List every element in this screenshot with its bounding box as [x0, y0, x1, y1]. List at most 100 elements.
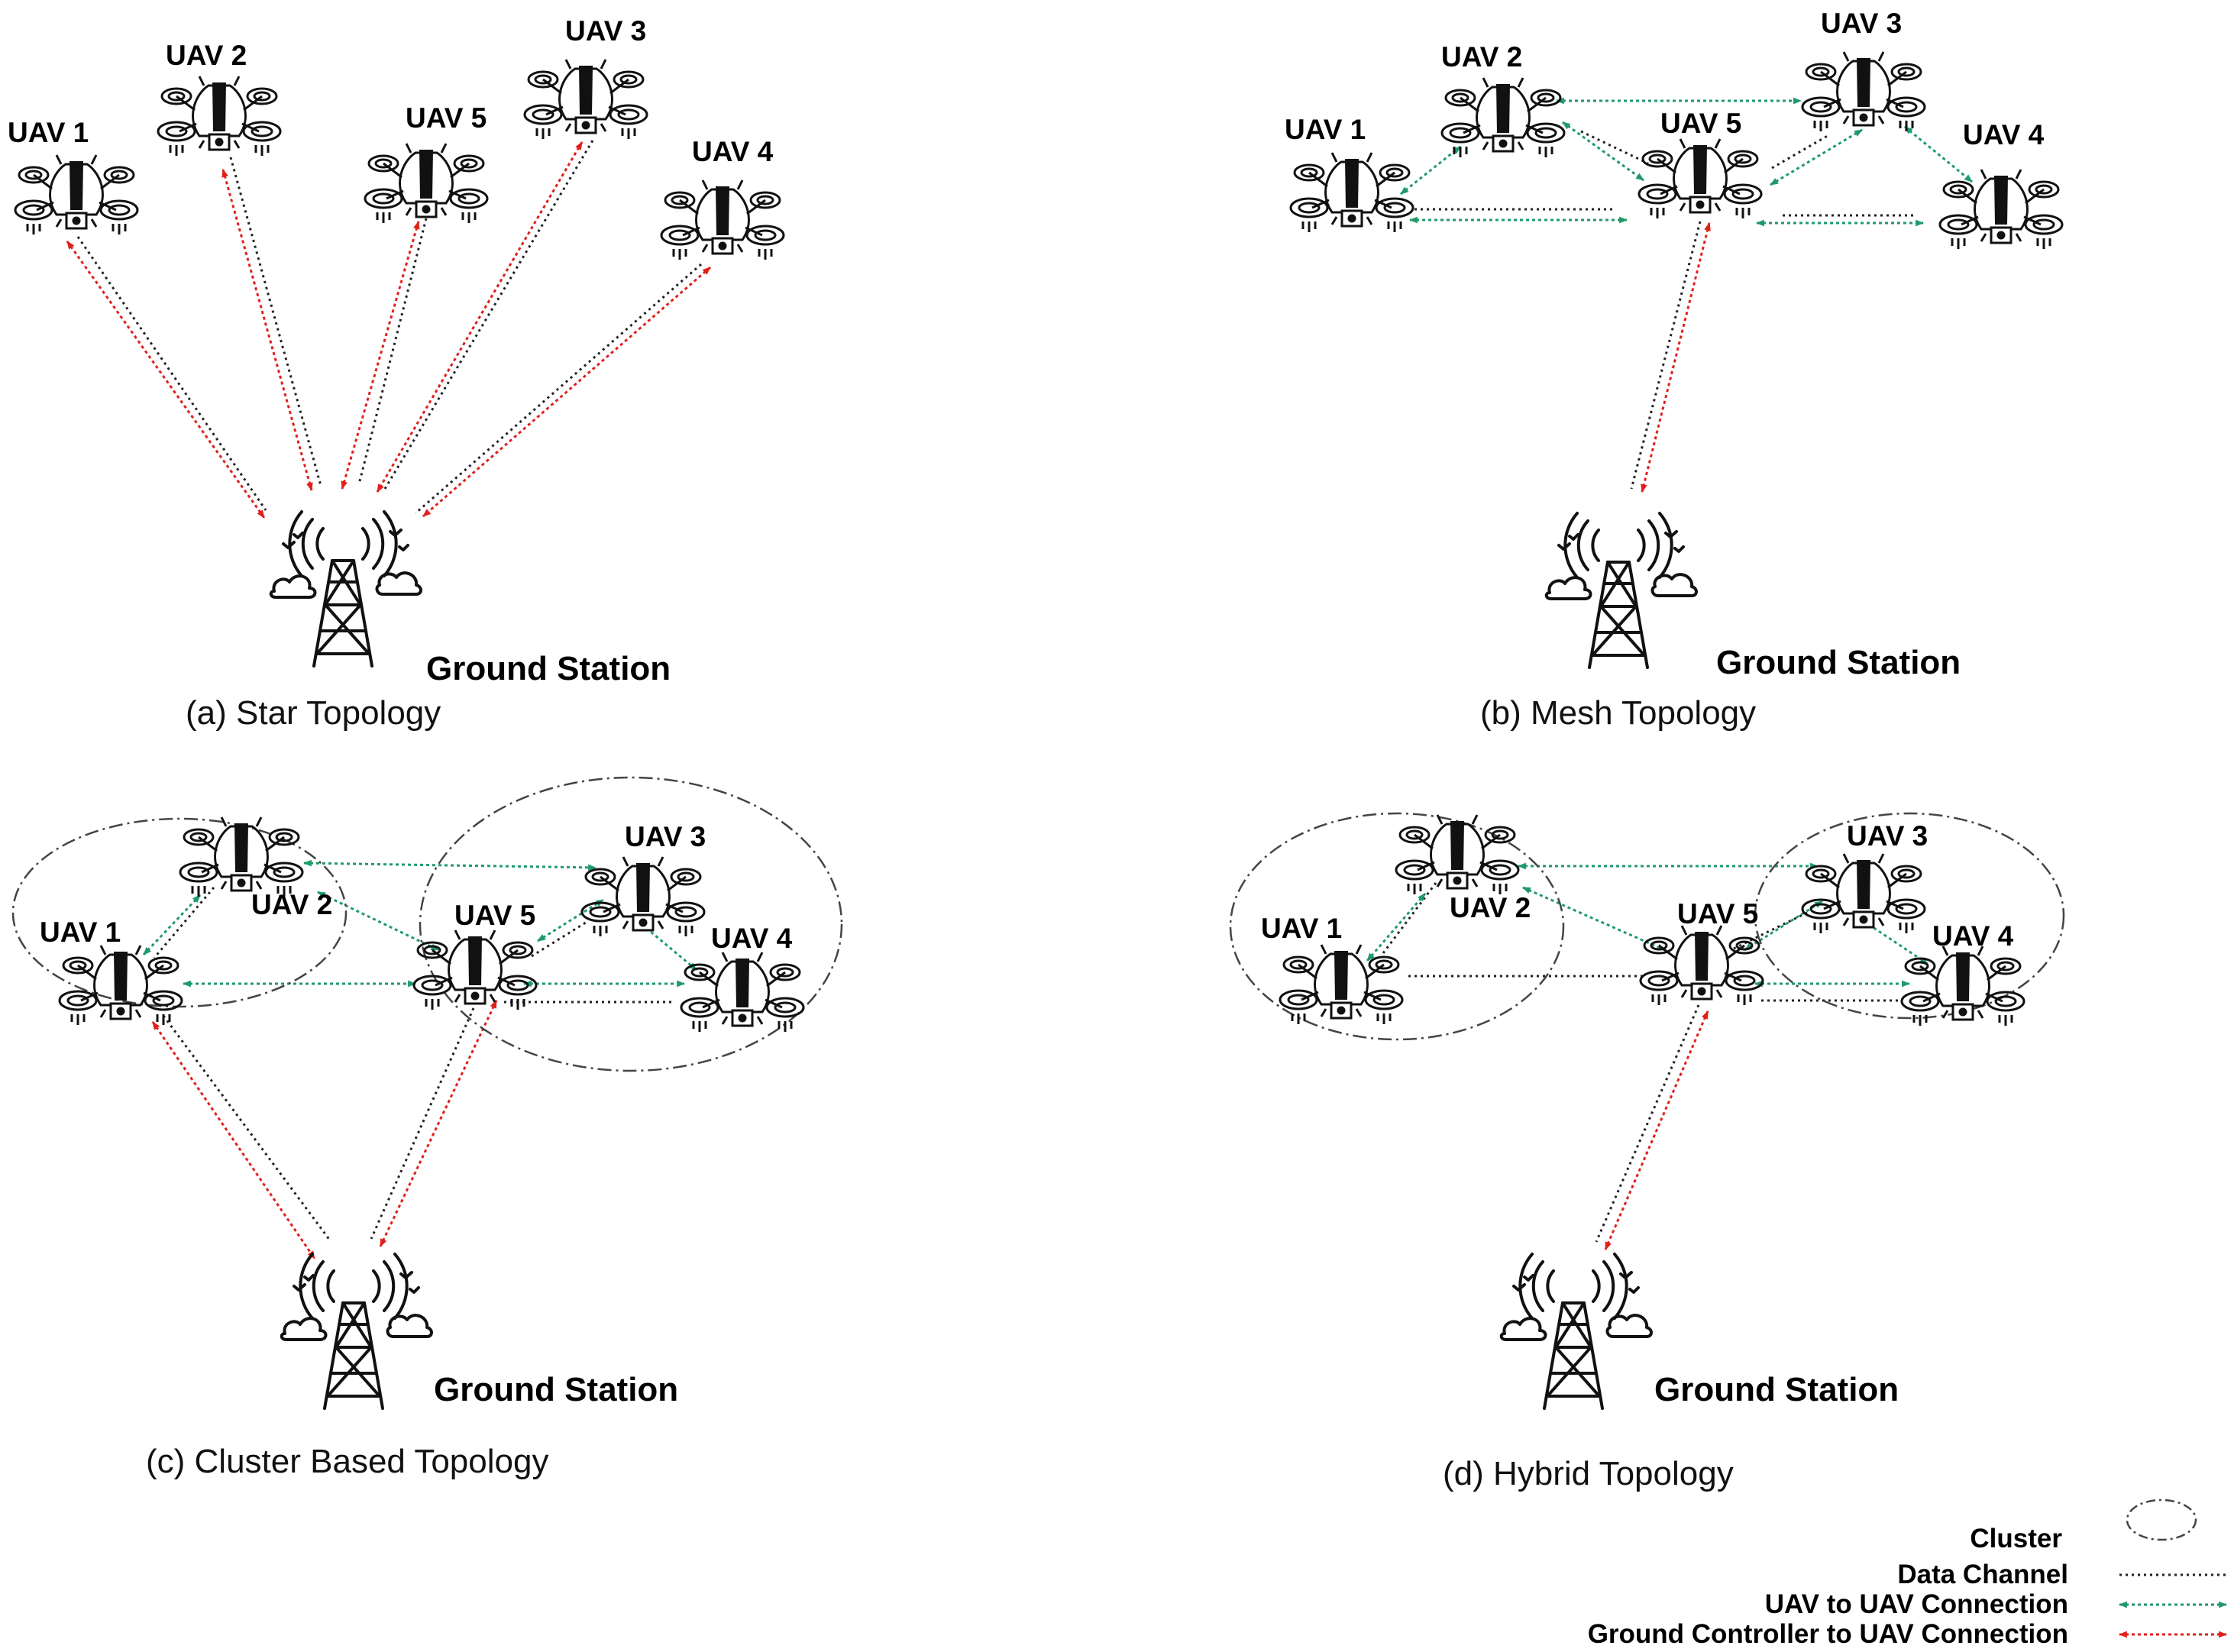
panel-a-uav2-drone-icon	[157, 75, 282, 157]
panel-b-uav5-label: UAV 5	[1660, 108, 1741, 139]
panel-d-uav5-drone-icon	[1639, 924, 1764, 1007]
panel-a-uav3-data-channel	[383, 140, 594, 490]
panel-b-uav5-uav3-link	[1770, 128, 1863, 186]
panel-c-uav2-drone-icon	[179, 816, 304, 898]
panel-c-uav1-ground-data-channel	[162, 1015, 331, 1241]
panel-d-ground-station-label: Ground Station	[1654, 1371, 1899, 1408]
panel-a-uav2-data-channel	[229, 157, 322, 487]
panel-c-uav1-label: UAV 1	[40, 917, 121, 948]
panel-a-uav5-drone-icon	[364, 142, 489, 225]
panel-d-uav2-label: UAV 2	[1450, 892, 1531, 923]
panel-d-uav1-drone-icon	[1279, 943, 1404, 1026]
panel-a-ground-station-label: Ground Station	[426, 650, 671, 687]
panel-b-uav3-label: UAV 3	[1821, 8, 1902, 39]
legend-data-channel-label: Data Channel	[1897, 1560, 2068, 1589]
panel-a-uav1-label: UAV 1	[8, 117, 89, 148]
panel-a-uav3-label: UAV 3	[565, 15, 646, 47]
panel-b-uav2-uav5-link	[1562, 121, 1644, 182]
panel-b-ground-station-tower-icon	[1544, 512, 1698, 669]
panel-a-uav2-label: UAV 2	[166, 40, 247, 71]
panel-b-uav4-label: UAV 4	[1963, 119, 2045, 150]
legend: Cluster Data Channel UAV to UAV Connecti…	[1588, 1524, 2068, 1649]
panel-d-ground-station-tower-icon	[1499, 1253, 1653, 1410]
panel-d-uav2-uav1-link	[1366, 893, 1427, 962]
panel-c-cluster-right	[419, 776, 843, 1072]
panel-b-uav2-label: UAV 2	[1441, 41, 1522, 73]
panel-d-uav5-ground-data-channel	[1595, 1004, 1700, 1243]
panel-b-uav5-ground-link	[1641, 221, 1711, 493]
panel-a-uav5-label: UAV 5	[406, 102, 487, 134]
panel-b-uav1-label: UAV 1	[1285, 114, 1366, 145]
panel-b-uav5-uav3-data-channel	[1771, 133, 1831, 170]
panel-d-uav2-uav5-link	[1521, 886, 1667, 952]
panel-d-uav3-label: UAV 3	[1847, 820, 1928, 852]
panel-d-cluster-left	[1229, 812, 1565, 1041]
panel-c-uav5-ground-link	[379, 1000, 498, 1247]
panel-a-star-topology: UAV 1 UAV 2 UAV 3 UAV 4 UAV 5 Ground Sta…	[8, 15, 774, 732]
panel-d-uav5-label: UAV 5	[1677, 898, 1758, 929]
panel-c-ground-station-label: Ground Station	[434, 1371, 678, 1408]
panel-a-uav1-ground-link	[66, 241, 266, 519]
panel-a-uav1-drone-icon	[14, 154, 139, 236]
panel-b-caption: (b) Mesh Topology	[1480, 694, 1756, 732]
icons-layer	[14, 50, 2228, 1638]
panel-c-uav4-drone-icon	[680, 951, 805, 1033]
panel-a-uav4-label: UAV 4	[692, 136, 774, 167]
panel-d-uav4-label: UAV 4	[1932, 920, 2014, 952]
panel-a-uav5-ground-link	[341, 220, 420, 490]
panel-c-uav5-uav3-link	[537, 898, 604, 942]
legend-cluster-swatch	[2126, 1498, 2197, 1541]
panel-d-uav5-ground-link	[1604, 1010, 1709, 1251]
panel-c-uav2-uav1-data-channel	[153, 887, 215, 959]
panel-a-caption: (a) Star Topology	[186, 694, 441, 732]
panel-d-uav4-drone-icon	[1900, 945, 2025, 1027]
panel-d-uav3-drone-icon	[1801, 852, 1926, 935]
panel-c-uav2-uav3-link	[302, 859, 597, 871]
panel-c-cluster-left	[11, 817, 348, 1008]
panel-a-ground-station-tower-icon	[269, 510, 422, 668]
panel-b-uav4-drone-icon	[1938, 168, 2064, 251]
panel-d-caption: (d) Hybrid Topology	[1443, 1455, 1734, 1492]
panel-c-uav5-label: UAV 5	[454, 900, 535, 931]
panel-c-uav5-drone-icon	[412, 929, 538, 1011]
panel-c-uav1-drone-icon	[58, 944, 183, 1026]
panel-a-uav4-drone-icon	[660, 179, 785, 261]
panel-c-uav2-uav5-link	[317, 891, 439, 952]
panel-b-uav5-drone-icon	[1638, 137, 1763, 220]
panel-b-uav2-uav1-link	[1400, 145, 1461, 196]
panel-b-mesh-topology: UAV 1 UAV 2 UAV 3 UAV 4 UAV 5 Ground Sta…	[1285, 8, 2045, 732]
panel-a-uav1-data-channel	[76, 236, 267, 511]
panel-b-uav5-ground-data-channel	[1630, 221, 1702, 490]
panel-d-uav1-label: UAV 1	[1261, 913, 1342, 944]
legend-cluster-label: Cluster	[1970, 1524, 2062, 1553]
panel-d-hybrid-topology: UAV 1 UAV 2 UAV 3 UAV 4 UAV 5 Ground Sta…	[1261, 820, 2014, 1492]
cluster-outlines-layer	[11, 776, 2065, 1072]
panel-a-uav2-ground-link	[221, 168, 313, 492]
connection-links-layer	[66, 97, 1973, 1259]
panel-c-uav3-drone-icon	[580, 855, 706, 938]
panel-d-uav2-drone-icon	[1395, 813, 1520, 896]
panel-b-uav1-drone-icon	[1289, 151, 1414, 234]
panel-a-uav3-ground-link	[376, 141, 584, 493]
legend-ground-controller-label: Ground Controller to UAV Connection	[1588, 1619, 2068, 1649]
panel-c-caption: (c) Cluster Based Topology	[146, 1443, 548, 1480]
panel-c-uav2-uav1-link	[142, 894, 202, 956]
legend-uav-to-uav-label: UAV to UAV Connection	[1765, 1589, 2068, 1619]
panel-c-ground-station-tower-icon	[280, 1253, 433, 1410]
panel-d-cluster-right	[1754, 812, 2065, 1020]
panel-a-uav5-data-channel	[357, 218, 428, 485]
panel-d-uav2-uav1-data-channel	[1379, 882, 1437, 957]
panel-c-uav3-label: UAV 3	[625, 821, 706, 852]
panel-b-ground-station-label: Ground Station	[1716, 644, 1961, 681]
panel-c-uav5-ground-data-channel	[370, 1007, 475, 1240]
panel-c-cluster-based-topology: UAV 1 UAV 2 UAV 3 UAV 4 UAV 5 Ground Sta…	[40, 821, 793, 1480]
panel-b-uav2-drone-icon	[1440, 76, 1566, 159]
panel-a-uav3-drone-icon	[523, 58, 648, 141]
panel-a-uav4-data-channel	[415, 263, 702, 515]
panel-a-uav4-ground-link	[422, 266, 711, 518]
panel-c-uav4-label: UAV 4	[711, 923, 793, 954]
panel-b-uav3-uav4-link	[1904, 125, 1973, 183]
panel-c-uav2-label: UAV 2	[251, 889, 332, 920]
panel-c-uav1-ground-link	[151, 1021, 316, 1259]
